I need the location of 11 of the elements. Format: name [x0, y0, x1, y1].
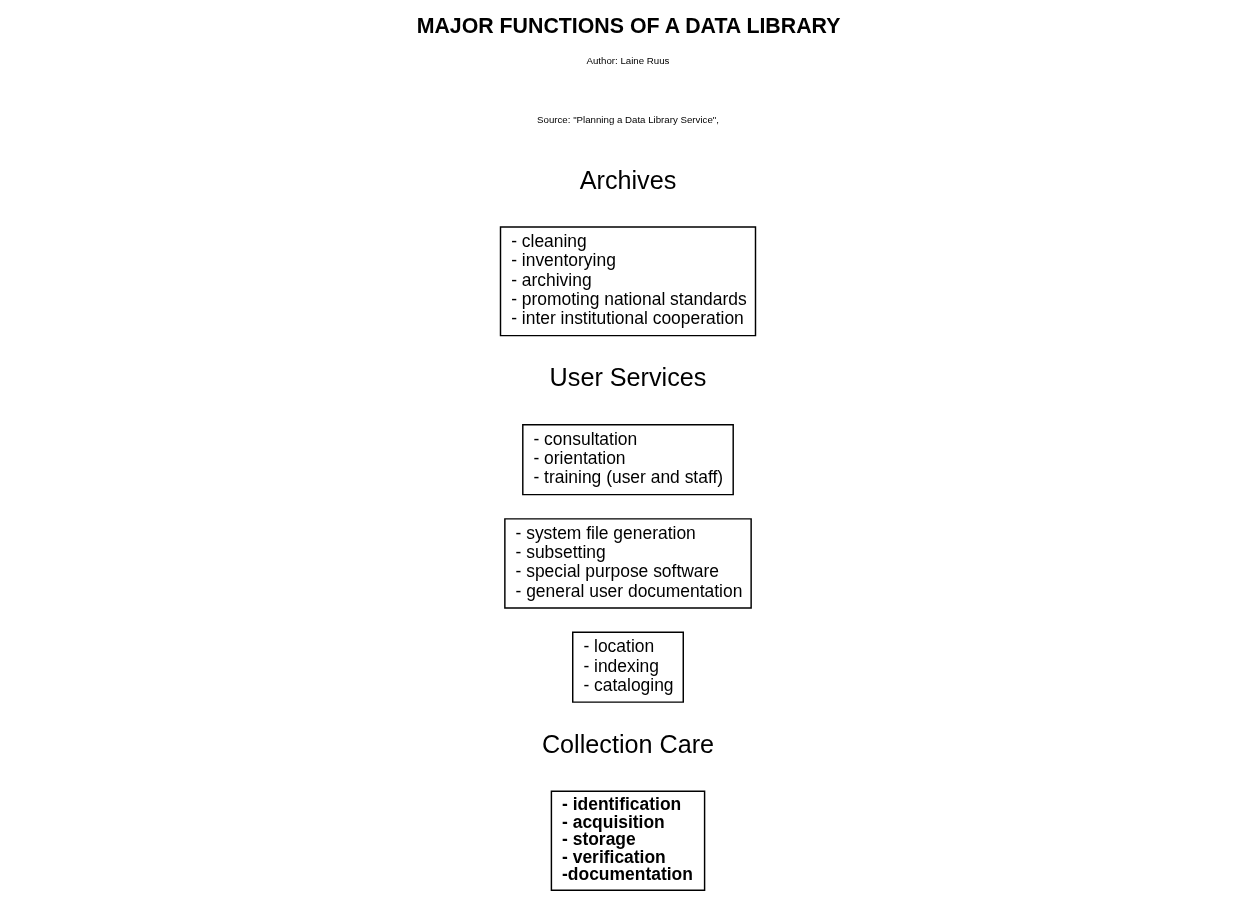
- node-box: - location - indexing - cataloging: [572, 631, 684, 703]
- label: Collection Care: [541, 729, 715, 758]
- node-box: - cleaning - inventorying - archiving - promoting national standards - inter institutional cooperation: [499, 226, 757, 337]
- node-box: - system file generation - subsetting - special purpose software - general user documentation: [504, 518, 752, 609]
- node-box: - consultation - orientation - training (user and staff): [522, 424, 734, 496]
- label: Source: "Planning a Data Library Service",: [537, 113, 719, 125]
- diagram-title: MAJOR FUNCTIONS OF A DATA LIBRARY: [416, 13, 841, 38]
- label: Archives: [579, 165, 677, 194]
- label: User Services: [549, 363, 707, 392]
- node-box: - identification - acquisition - storage - verification -documentation: [550, 790, 706, 891]
- label: Author: Laine Ruus: [586, 54, 670, 66]
